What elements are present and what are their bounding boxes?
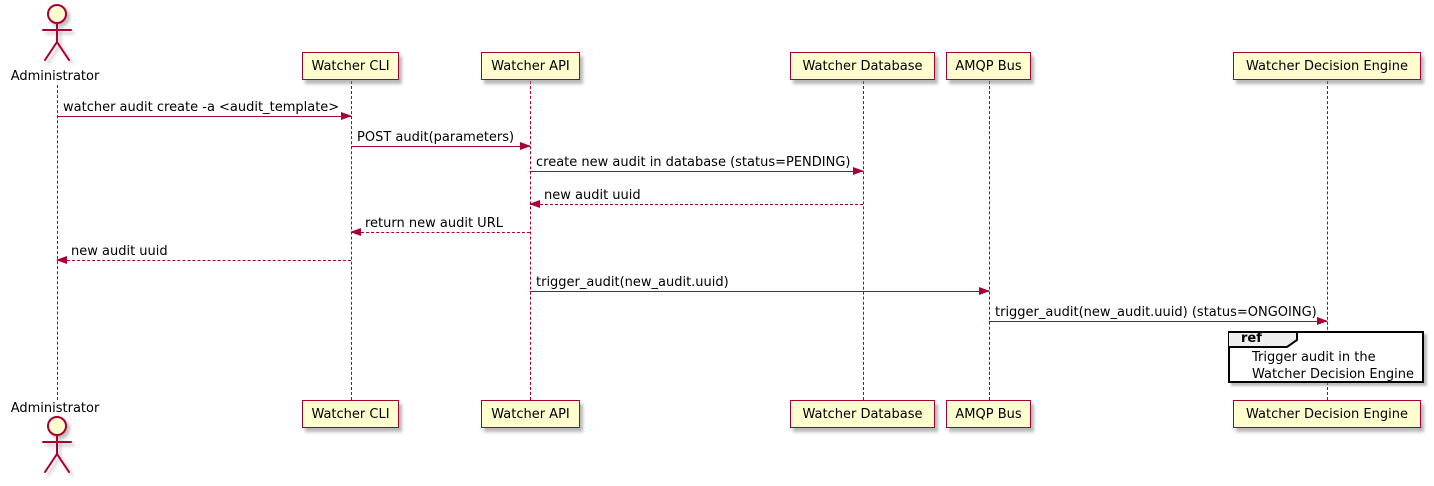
lifeline-amqp-bus bbox=[989, 81, 990, 400]
message-label: trigger_audit(new_audit.uuid) (status=ON… bbox=[995, 305, 1317, 320]
message-label: watcher audit create -a <audit_template> bbox=[63, 100, 340, 115]
participant-watcher-cli-bottom: Watcher CLI bbox=[302, 400, 399, 428]
lifeline-watcher-api bbox=[530, 81, 531, 400]
message-line bbox=[530, 171, 863, 172]
lifeline-watcher-decision-engine bbox=[1327, 81, 1328, 400]
participant-amqp-bus-top: AMQP Bus bbox=[946, 52, 1031, 80]
arrowhead-icon bbox=[341, 112, 352, 120]
arrowhead-icon bbox=[520, 142, 531, 150]
message-line bbox=[351, 146, 530, 147]
message-label: return new audit URL bbox=[365, 216, 503, 231]
message-label: trigger_audit(new_audit.uuid) bbox=[536, 275, 729, 290]
participant-watcher-decision-engine-bottom: Watcher Decision Engine bbox=[1233, 400, 1421, 428]
participant-watcher-api-top: Watcher API bbox=[481, 52, 580, 80]
lifeline-watcher-cli bbox=[351, 81, 352, 400]
ref-fragment: ref Trigger audit in the Watcher Decisio… bbox=[1228, 331, 1424, 383]
participant-watcher-cli-top: Watcher CLI bbox=[302, 52, 399, 80]
arrowhead-icon bbox=[853, 167, 864, 175]
actor-label-top: Administrator bbox=[10, 69, 100, 84]
ref-tab: ref bbox=[1228, 331, 1298, 348]
message-line bbox=[530, 291, 989, 292]
participant-watcher-decision-engine-top: Watcher Decision Engine bbox=[1233, 52, 1421, 80]
message-line bbox=[57, 260, 351, 261]
ref-text: Trigger audit in the Watcher Decision En… bbox=[1252, 349, 1414, 383]
arrowhead-icon bbox=[350, 228, 361, 236]
ref-text-line2: Watcher Decision Engine bbox=[1252, 367, 1414, 382]
actor-icon bbox=[42, 416, 72, 473]
message-line bbox=[530, 204, 863, 205]
ref-text-line1: Trigger audit in the bbox=[1252, 350, 1376, 365]
arrowhead-icon bbox=[56, 256, 67, 264]
participant-watcher-database-bottom: Watcher Database bbox=[790, 400, 935, 428]
message-line bbox=[57, 116, 351, 117]
arrowhead-icon bbox=[529, 200, 540, 208]
lifeline-administrator bbox=[57, 85, 58, 400]
message-line bbox=[989, 321, 1327, 322]
participant-watcher-api-bottom: Watcher API bbox=[481, 400, 580, 428]
arrowhead-icon bbox=[1317, 317, 1328, 325]
actor-label-bottom: Administrator bbox=[10, 401, 100, 416]
message-label: POST audit(parameters) bbox=[357, 130, 515, 145]
message-label: new audit uuid bbox=[71, 244, 168, 259]
message-label: new audit uuid bbox=[544, 188, 641, 203]
actor-icon bbox=[42, 4, 72, 61]
message-line bbox=[351, 232, 530, 233]
message-label: create new audit in database (status=PEN… bbox=[536, 155, 851, 170]
participant-amqp-bus-bottom: AMQP Bus bbox=[946, 400, 1031, 428]
arrowhead-icon bbox=[979, 287, 990, 295]
lifeline-watcher-database bbox=[863, 81, 864, 400]
ref-keyword: ref bbox=[1241, 331, 1262, 346]
participant-watcher-database-top: Watcher Database bbox=[790, 52, 935, 80]
